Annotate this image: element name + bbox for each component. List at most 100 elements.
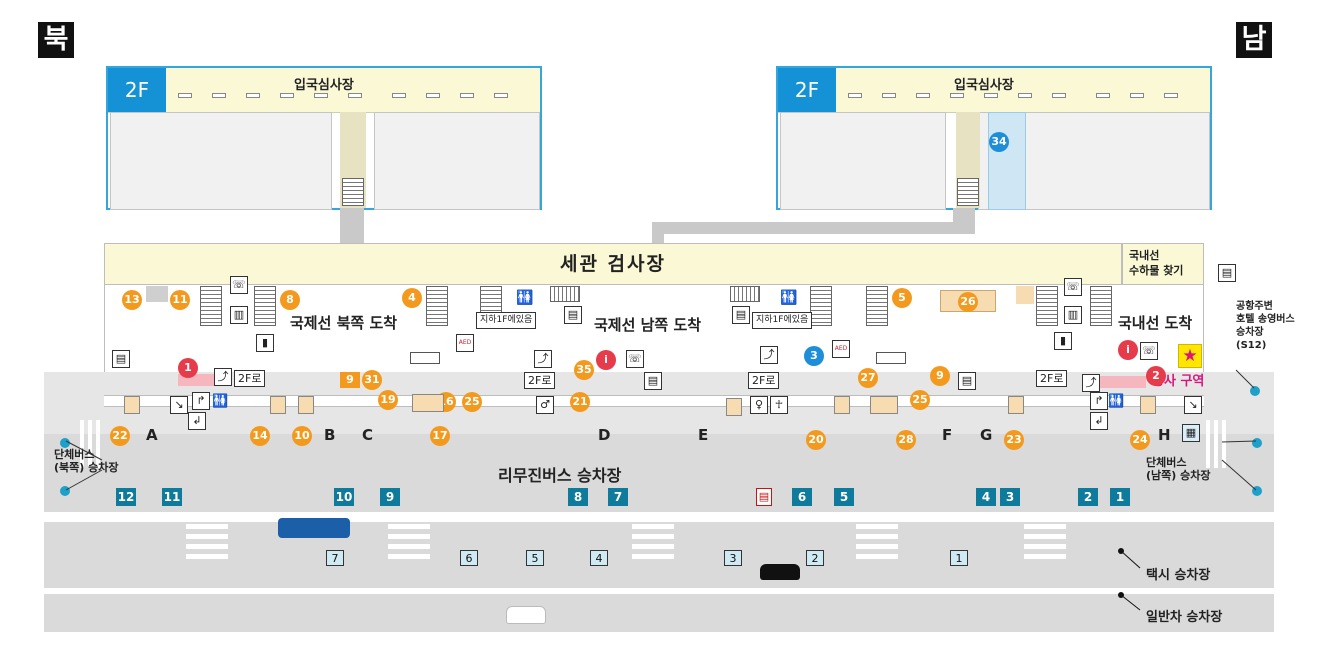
arrow-icon[interactable]: ↱ [1090,392,1108,410]
limo-stop-12[interactable]: 12 [116,488,136,506]
facility-21[interactable]: 21 [570,392,590,412]
facility-17[interactable]: 17 [430,426,450,446]
door-c[interactable]: C [362,426,374,444]
taxi-stop-1[interactable]: 1 [950,550,968,566]
facility-27[interactable]: 27 [858,368,878,388]
facility-9a[interactable]: 9 [340,372,360,388]
escalator-icon[interactable]: ⤴ [214,368,232,386]
taxi-stop-6[interactable]: 6 [460,550,478,566]
atm-icon[interactable]: ▥ [1064,306,1082,324]
elevator-icon[interactable]: ▤ [732,306,750,324]
door-h[interactable]: H [1158,426,1171,444]
facility-8[interactable]: 8 [280,290,300,310]
facility-5[interactable]: 5 [892,288,912,308]
limo-stop-2[interactable]: 2 [1078,488,1098,506]
limo-stop-10[interactable]: 10 [334,488,354,506]
elevator-icon[interactable]: ▤ [112,350,130,368]
atm-icon[interactable]: ▥ [230,306,248,324]
restroom-icon[interactable]: ♂ [536,396,554,414]
aed-icon[interactable]: AED [456,334,474,352]
taxi-stop-7[interactable]: 7 [326,550,344,566]
facility-19[interactable]: 19 [378,390,398,410]
escalator-icon[interactable]: ⤴ [1082,374,1100,392]
plug-icon[interactable]: ▮ [1054,332,1072,350]
taxi-stop-3[interactable]: 3 [724,550,742,566]
crosswalk [186,514,228,562]
facility-31[interactable]: 31 [362,370,382,390]
limo-stop-1[interactable]: 1 [1110,488,1130,506]
limo-stop-6[interactable]: 6 [792,488,812,506]
escalator-icon[interactable]: ⤴ [534,350,552,368]
counter [124,396,140,414]
restroom-icon[interactable]: 🚻 [516,290,534,306]
facility-23[interactable]: 23 [1004,430,1024,450]
facility-4[interactable]: 4 [402,288,422,308]
limo-stop-5[interactable]: 5 [834,488,854,506]
phone-icon[interactable]: ☏ [626,350,644,368]
phone-icon[interactable]: ☏ [1140,342,1158,360]
booth [1096,93,1110,98]
taxi-stop-2[interactable]: 2 [806,550,824,566]
elevator-icon[interactable]: ▤ [564,306,582,324]
information-icon[interactable]: i [596,350,616,370]
facility-22[interactable]: 22 [110,426,130,446]
crosswalk [856,514,898,562]
arrow-icon[interactable]: ↲ [188,412,206,430]
facility-25b[interactable]: 25 [910,390,930,410]
limo-stop-8[interactable]: 8 [568,488,588,506]
taxi-stop-4[interactable]: 4 [590,550,608,566]
phone-icon[interactable]: ☏ [1064,278,1082,296]
door-d[interactable]: D [598,426,611,444]
limo-stop-3[interactable]: 3 [1000,488,1020,506]
facility-3[interactable]: 3 [804,346,824,366]
facility-28[interactable]: 28 [896,430,916,450]
phone-icon[interactable]: ☏ [230,276,248,294]
door-g[interactable]: G [980,426,993,444]
map-icon[interactable]: ▦ [1182,424,1200,442]
booth [392,93,406,98]
information-icon[interactable]: i [1118,340,1138,360]
immigration-title: 입국심사장 [954,78,1014,93]
facility-1[interactable]: 1 [178,358,198,378]
aed-icon[interactable]: AED [832,340,850,358]
to-2f-sign: 2F로 [234,370,266,387]
elevator-icon[interactable]: ▤ [958,372,976,390]
elevator-icon[interactable]: ▤ [644,372,662,390]
facility-20[interactable]: 20 [806,430,826,450]
arrow-icon[interactable]: ↲ [1090,412,1108,430]
door-b[interactable]: B [324,426,336,444]
facility-13[interactable]: 13 [122,290,142,310]
door-f[interactable]: F [942,426,953,444]
elevator-icon[interactable]: ▤ [1218,264,1236,282]
transfer-icon[interactable]: ↘ [1184,396,1202,414]
escalator-icon[interactable]: ⤴ [760,346,778,364]
facility-24[interactable]: 24 [1130,430,1150,450]
restroom-icon[interactable]: 🚻 [212,394,229,409]
door-a[interactable]: A [146,426,158,444]
facility-2[interactable]: 2 [1146,366,1166,386]
facility-25a[interactable]: 25 [462,392,482,412]
limo-stop-11[interactable]: 11 [162,488,182,506]
ticket-icon[interactable]: ▤ [756,488,772,506]
b1-note: 지하1F에있음 [752,312,813,329]
bus-stop-pin-icon [1252,438,1262,448]
limo-stop-4[interactable]: 4 [976,488,996,506]
restroom-icon[interactable]: ♀ [750,396,768,414]
taxi-stop-5[interactable]: 5 [526,550,544,566]
arrow-icon[interactable]: ↱ [192,392,210,410]
stairs [1036,286,1058,326]
restroom-icon[interactable]: 🚻 [780,290,798,306]
facility-14[interactable]: 14 [250,426,270,446]
family-restroom-icon[interactable]: ☥ [770,396,788,414]
transfer-icon[interactable]: ↘ [170,396,188,414]
facility-10[interactable]: 10 [292,426,312,446]
facility-26[interactable]: 26 [958,292,978,312]
limo-stop-7[interactable]: 7 [608,488,628,506]
limo-stop-9[interactable]: 9 [380,488,400,506]
door-e[interactable]: E [698,426,709,444]
facility-35[interactable]: 35 [574,360,594,380]
plug-icon[interactable]: ▮ [256,334,274,352]
facility-9b[interactable]: 9 [930,366,950,386]
facility-11[interactable]: 11 [170,290,190,310]
restroom-icon[interactable]: 🚻 [1108,394,1125,409]
